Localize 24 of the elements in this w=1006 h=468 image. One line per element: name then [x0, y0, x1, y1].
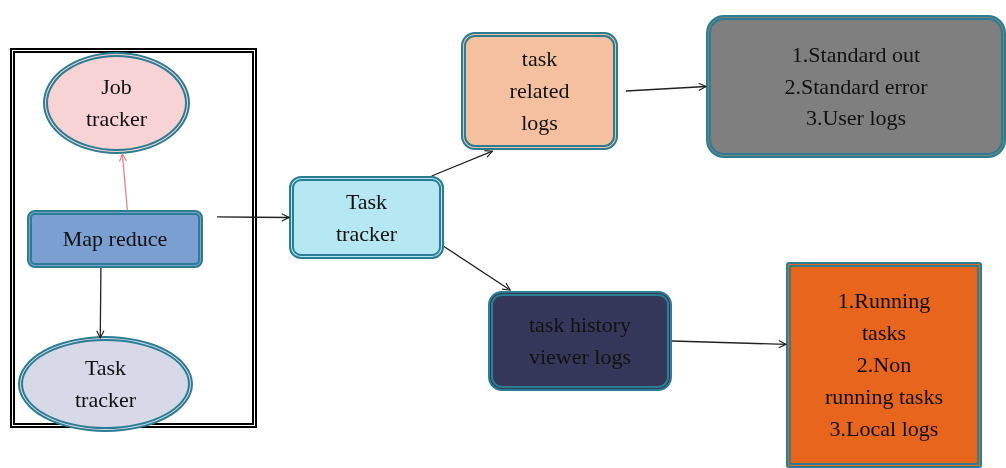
arrow: [216, 213, 290, 222]
arrow: [671, 340, 787, 349]
arrow: [118, 153, 128, 211]
arrow: [625, 82, 707, 92]
node-label: 3.Local logs: [829, 414, 939, 443]
node-label: 1.Standard out: [791, 40, 921, 69]
node-label: 2.Standard error: [784, 72, 928, 101]
node-label: task related logs: [508, 45, 571, 137]
node-label: 3.User logs: [805, 104, 907, 133]
node-label: 1.Running tasks: [836, 287, 932, 348]
node-label: Task tracker: [73, 354, 138, 414]
rounded-box: [488, 291, 672, 391]
node-label: Map reduce: [62, 225, 168, 254]
node-label: Job tracker: [85, 73, 148, 133]
list-box: [786, 262, 982, 468]
arrow: [443, 245, 511, 291]
arrow: [430, 150, 494, 177]
node-label: Task tracker: [334, 187, 399, 248]
node-label: task history viewer logs: [527, 311, 633, 371]
rounded-box: [289, 176, 444, 259]
rounded-box: [27, 210, 203, 268]
rounded-box: [461, 32, 618, 150]
node-label: 2.Non running tasks: [824, 351, 944, 411]
rounded-box: [706, 15, 1006, 158]
